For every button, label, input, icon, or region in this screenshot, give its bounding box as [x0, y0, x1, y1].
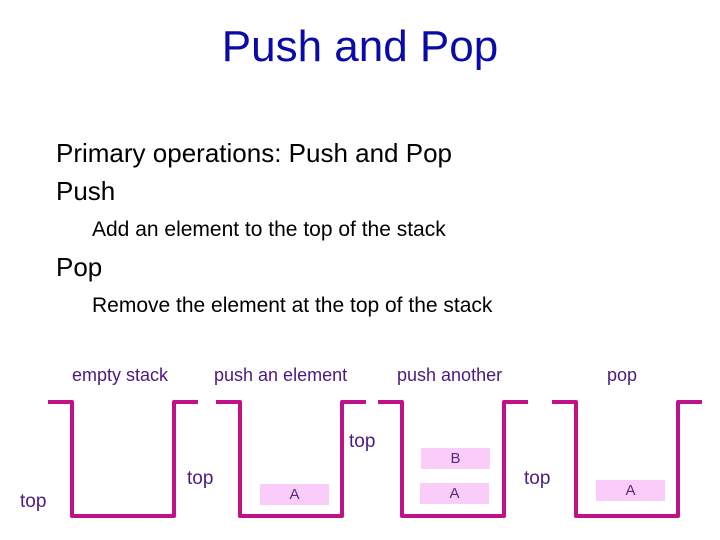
- stack-element-a: A: [420, 483, 489, 504]
- top-label-push-one: top: [187, 468, 214, 489]
- bullet-pop-description: Remove the element at the top of the sta…: [92, 294, 493, 317]
- stack-element-b: B: [421, 448, 490, 469]
- top-label-pop: top: [524, 468, 551, 489]
- caption-pop: pop: [607, 365, 638, 385]
- stack-container-push-one: [216, 400, 366, 518]
- stack-container-push-another: [378, 400, 528, 518]
- bullet-push: Push: [56, 176, 116, 206]
- slide-title: Push and Pop: [221, 22, 499, 71]
- stack-element-a: A: [260, 484, 329, 505]
- stack-container-empty: [48, 400, 198, 518]
- bullet-primary-operations: Primary operations: Push and Pop: [56, 138, 452, 168]
- top-label-push-another: top: [349, 431, 376, 452]
- bullet-pop: Pop: [56, 252, 103, 282]
- stack-container-pop: [552, 400, 702, 518]
- caption-push-an-element: push an element: [214, 365, 348, 385]
- bullet-push-description: Add an element to the top of the stack: [92, 218, 446, 241]
- caption-empty-stack: empty stack: [72, 365, 169, 385]
- caption-push-another: push another: [397, 365, 503, 385]
- top-label-empty: top: [20, 491, 47, 512]
- stack-element-a: A: [596, 480, 665, 501]
